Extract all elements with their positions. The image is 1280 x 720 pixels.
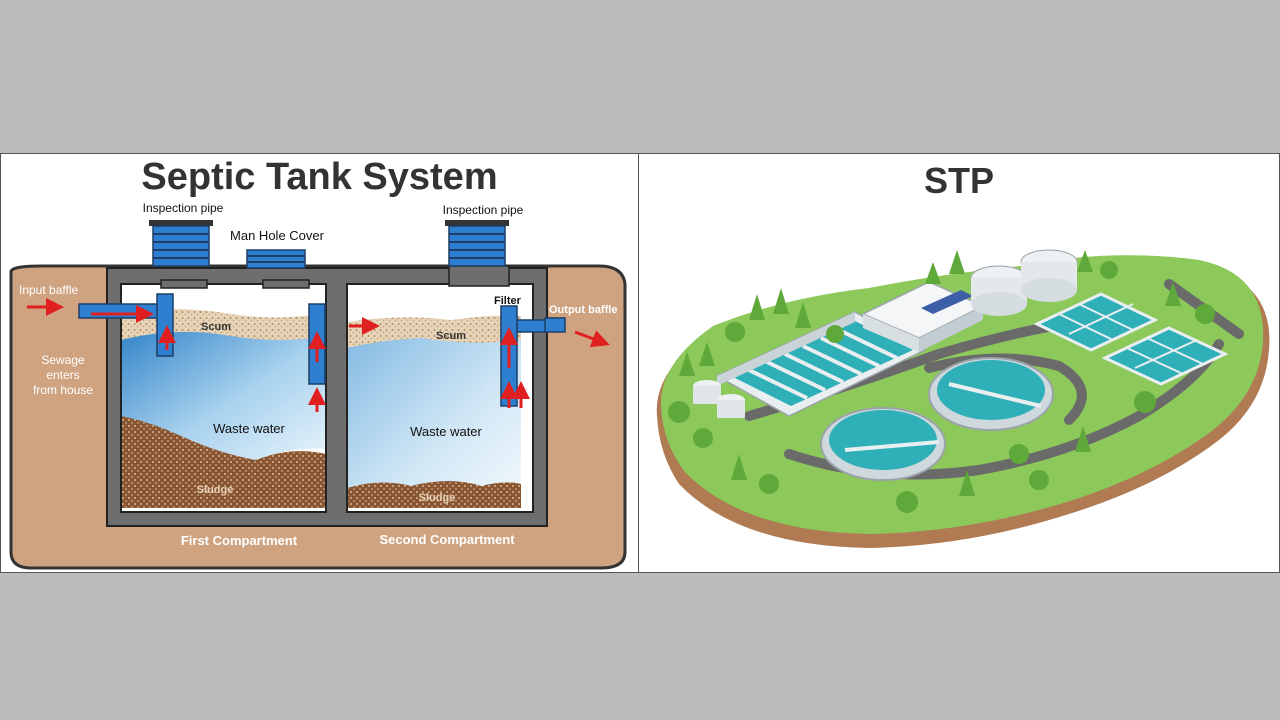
label-waste-water-first: Waste water (213, 421, 285, 436)
label-sludge-first: Sludge (197, 484, 234, 496)
tree-icons (668, 250, 1215, 513)
label-sewage-line2: enters (46, 368, 79, 382)
label-output-baffle: Output baffle (549, 304, 617, 316)
inspection-pipe-right-icon (445, 220, 509, 267)
septic-title: Septic Tank System (141, 156, 498, 198)
label-sewage-line3: from house (33, 383, 93, 397)
label-scum-first: Scum (201, 321, 231, 333)
clarifier-large (928, 357, 1054, 431)
label-first-compartment: First Compartment (181, 533, 298, 548)
water-first (121, 325, 326, 462)
label-second-compartment: Second Compartment (379, 532, 515, 547)
label-man-hole-cover: Man Hole Cover (230, 228, 325, 243)
septic-panel: Septic Tank System (0, 153, 639, 573)
label-inspection-pipe-right: Inspection pipe (443, 203, 524, 217)
main-building (861, 281, 985, 352)
septic-diagram: Inspection pipe Man Hole Cover Inspectio… (9, 201, 627, 570)
label-waste-water-second: Waste water (410, 424, 482, 439)
sludge-first (121, 416, 326, 508)
aeration-tank (715, 311, 927, 417)
label-scum-second: Scum (436, 330, 466, 342)
stp-illustration (656, 249, 1270, 548)
stp-panel: STP (638, 153, 1280, 573)
label-input-baffle: Input baffle (19, 283, 78, 297)
filter-beds (1033, 292, 1229, 386)
label-filter: Filter (494, 295, 522, 307)
label-sewage-line1: Sewage (41, 353, 85, 367)
flow-arrows (27, 298, 610, 412)
silos (693, 380, 745, 418)
label-inspection-pipe-left: Inspection pipe (143, 201, 224, 215)
label-sludge-second: Sludge (419, 492, 456, 504)
storage-tanks (970, 249, 1078, 316)
clarifier-small (820, 407, 946, 481)
sludge-second (347, 481, 521, 508)
inspection-pipe-left-icon (149, 220, 213, 267)
manhole-cover-icon (246, 249, 306, 269)
scum-second (347, 315, 521, 348)
output-baffle-pipe (544, 317, 566, 333)
stp-title: STP (923, 160, 994, 201)
water-second (347, 327, 521, 494)
